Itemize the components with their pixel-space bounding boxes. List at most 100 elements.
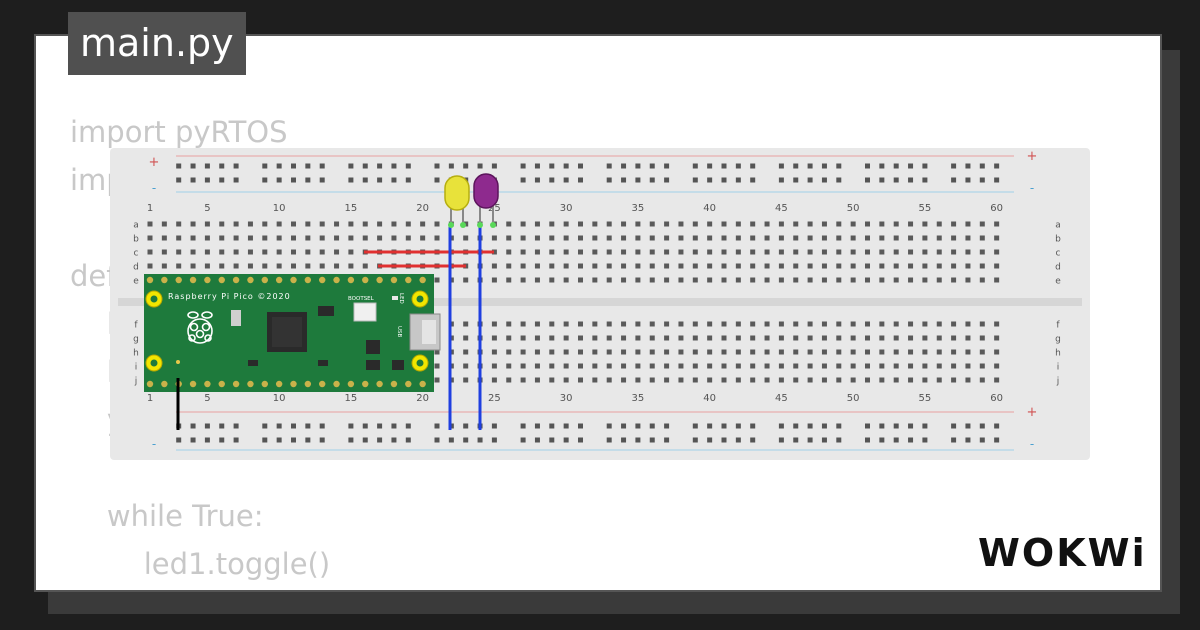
breadboard-hole[interactable]	[190, 235, 196, 241]
breadboard-hole[interactable]	[692, 349, 698, 355]
breadboard-hole[interactable]	[563, 321, 569, 327]
breadboard-hole[interactable]	[204, 249, 210, 255]
breadboard-hole[interactable]	[434, 221, 440, 227]
breadboard-hole[interactable]	[362, 235, 368, 241]
breadboard-hole[interactable]	[491, 377, 497, 383]
breadboard-hole[interactable]	[549, 235, 555, 241]
breadboard-hole[interactable]	[821, 277, 827, 283]
breadboard-hole[interactable]	[204, 263, 210, 269]
rail-hole[interactable]	[621, 163, 627, 169]
rail-hole[interactable]	[348, 423, 354, 429]
rail-hole[interactable]	[707, 177, 713, 183]
breadboard-hole[interactable]	[735, 335, 741, 341]
rail-hole[interactable]	[793, 437, 799, 443]
breadboard-hole[interactable]	[979, 349, 985, 355]
breadboard-hole[interactable]	[764, 349, 770, 355]
rail-hole[interactable]	[463, 423, 469, 429]
breadboard-hole[interactable]	[879, 277, 885, 283]
breadboard-hole[interactable]	[534, 321, 540, 327]
breadboard-hole[interactable]	[965, 263, 971, 269]
rail-hole[interactable]	[836, 177, 842, 183]
breadboard-hole[interactable]	[606, 277, 612, 283]
breadboard-hole[interactable]	[793, 263, 799, 269]
rail-hole[interactable]	[893, 163, 899, 169]
breadboard-hole[interactable]	[979, 335, 985, 341]
breadboard-hole[interactable]	[750, 349, 756, 355]
breadboard-hole[interactable]	[807, 349, 813, 355]
rail-hole[interactable]	[233, 177, 239, 183]
rail-hole[interactable]	[219, 163, 225, 169]
breadboard-hole[interactable]	[979, 221, 985, 227]
breadboard-hole[interactable]	[649, 335, 655, 341]
breadboard-hole[interactable]	[161, 235, 167, 241]
breadboard-hole[interactable]	[865, 221, 870, 227]
rail-hole[interactable]	[491, 437, 497, 443]
rail-hole[interactable]	[807, 177, 813, 183]
breadboard-hole[interactable]	[664, 221, 670, 227]
breadboard-hole[interactable]	[434, 277, 440, 283]
breadboard-hole[interactable]	[836, 321, 842, 327]
breadboard-hole[interactable]	[534, 263, 540, 269]
breadboard-hole[interactable]	[922, 263, 928, 269]
breadboard-hole[interactable]	[233, 221, 239, 227]
rail-hole[interactable]	[563, 423, 569, 429]
rail-hole[interactable]	[778, 437, 784, 443]
breadboard-hole[interactable]	[922, 277, 928, 283]
rail-hole[interactable]	[721, 437, 727, 443]
breadboard-hole[interactable]	[807, 263, 813, 269]
breadboard-hole[interactable]	[764, 335, 770, 341]
rail-hole[interactable]	[319, 177, 325, 183]
breadboard-hole[interactable]	[549, 249, 555, 255]
rail-hole[interactable]	[606, 437, 612, 443]
rail-hole[interactable]	[204, 423, 210, 429]
pico-pin[interactable]	[290, 380, 297, 388]
rail-hole[interactable]	[434, 163, 440, 169]
rail-hole[interactable]	[520, 437, 526, 443]
pico-pin[interactable]	[419, 276, 426, 284]
breadboard-hole[interactable]	[635, 349, 641, 355]
rail-hole[interactable]	[477, 163, 483, 169]
rail-hole[interactable]	[578, 163, 583, 169]
breadboard-hole[interactable]	[506, 263, 512, 269]
breadboard-hole[interactable]	[506, 377, 512, 383]
rail-hole[interactable]	[534, 163, 540, 169]
breadboard-hole[interactable]	[534, 277, 540, 283]
breadboard-hole[interactable]	[979, 321, 985, 327]
rail-hole[interactable]	[951, 177, 957, 183]
breadboard-hole[interactable]	[678, 349, 684, 355]
breadboard-hole[interactable]	[936, 235, 942, 241]
rail-hole[interactable]	[348, 177, 354, 183]
breadboard-hole[interactable]	[506, 221, 512, 227]
rail-hole[interactable]	[692, 423, 698, 429]
breadboard-hole[interactable]	[592, 377, 598, 383]
breadboard-hole[interactable]	[678, 249, 684, 255]
breadboard-hole[interactable]	[621, 263, 627, 269]
breadboard-hole[interactable]	[491, 277, 497, 283]
rail-hole[interactable]	[391, 163, 397, 169]
breadboard-hole[interactable]	[291, 249, 296, 255]
breadboard-hole[interactable]	[635, 263, 641, 269]
pico-pin[interactable]	[362, 276, 369, 284]
breadboard-hole[interactable]	[979, 235, 985, 241]
bootsel-button[interactable]	[353, 302, 377, 322]
breadboard-hole[interactable]	[750, 363, 756, 369]
breadboard-hole[interactable]	[276, 235, 282, 241]
rail-hole[interactable]	[821, 163, 827, 169]
rail-hole[interactable]	[276, 423, 282, 429]
breadboard-hole[interactable]	[291, 221, 296, 227]
rail-hole[interactable]	[549, 423, 555, 429]
rail-hole[interactable]	[692, 163, 698, 169]
breadboard-hole[interactable]	[463, 321, 469, 327]
breadboard-hole[interactable]	[735, 235, 741, 241]
breadboard-hole[interactable]	[836, 349, 842, 355]
breadboard-hole[interactable]	[578, 277, 583, 283]
breadboard-hole[interactable]	[520, 363, 526, 369]
rail-hole[interactable]	[563, 163, 569, 169]
breadboard-hole[interactable]	[893, 335, 899, 341]
breadboard-hole[interactable]	[951, 249, 957, 255]
rail-hole[interactable]	[491, 423, 497, 429]
breadboard-hole[interactable]	[994, 277, 1000, 283]
breadboard-hole[interactable]	[965, 363, 971, 369]
pico-pin[interactable]	[146, 276, 154, 284]
breadboard-hole[interactable]	[420, 221, 426, 227]
